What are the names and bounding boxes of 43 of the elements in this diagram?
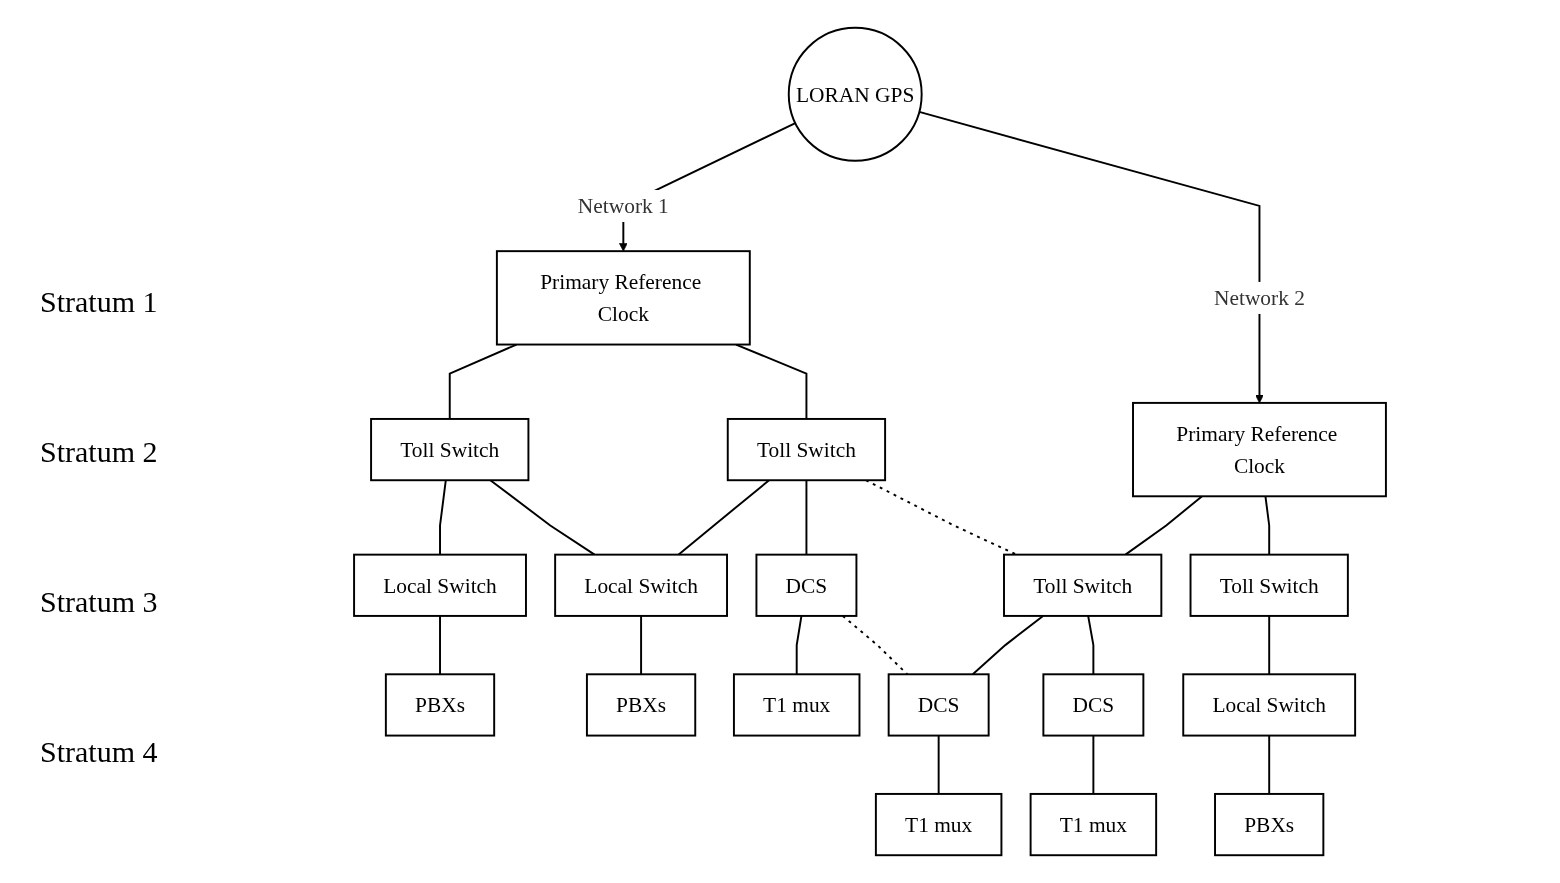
node-box: T1 mux (874, 792, 1003, 857)
connector (489, 479, 596, 556)
connector (971, 614, 1045, 676)
connector (1092, 734, 1095, 795)
node-box: T1 mux (732, 673, 861, 737)
connector (1264, 495, 1271, 556)
connector (795, 614, 803, 676)
connector (640, 614, 643, 676)
node-box: PBXs (1214, 792, 1325, 857)
node-box: DCS (755, 553, 858, 617)
stratum-label: Stratum 2 (40, 435, 158, 469)
node-box: Toll Switch (726, 417, 887, 482)
node-box: T1 mux (1029, 792, 1158, 857)
node-circle: LORAN GPS (787, 26, 923, 162)
connector (677, 479, 771, 556)
connector (805, 479, 808, 556)
node-box: DCS (887, 673, 990, 737)
node-box: PBXs (384, 673, 496, 737)
stratum-label: Stratum 4 (40, 735, 158, 769)
edge-label: Network 1 (577, 193, 669, 219)
connector (864, 479, 1018, 556)
node-box: DCS (1042, 673, 1145, 737)
node-box: Toll Switch (370, 417, 530, 482)
node-box: Primary Reference Clock (1132, 401, 1387, 498)
connector (1268, 734, 1271, 795)
connector (937, 734, 940, 795)
arrow (918, 110, 1264, 404)
stratum-label: Stratum 3 (40, 585, 158, 619)
node-box: Local Switch (554, 553, 728, 617)
node-box: Toll Switch (1003, 553, 1163, 617)
node-box: Toll Switch (1189, 553, 1349, 617)
connector (1268, 614, 1271, 676)
node-box: Local Switch (353, 553, 527, 617)
connector (439, 479, 447, 556)
connector (1124, 495, 1204, 556)
connector (735, 343, 808, 420)
node-box: Primary Reference Clock (495, 250, 751, 346)
connector (439, 614, 441, 676)
connector (1087, 614, 1095, 676)
stratum-label: Stratum 1 (40, 285, 158, 319)
node-box: PBXs (585, 673, 697, 737)
edge-label: Network 2 (1214, 285, 1305, 311)
node-box: Local Switch (1182, 673, 1357, 737)
